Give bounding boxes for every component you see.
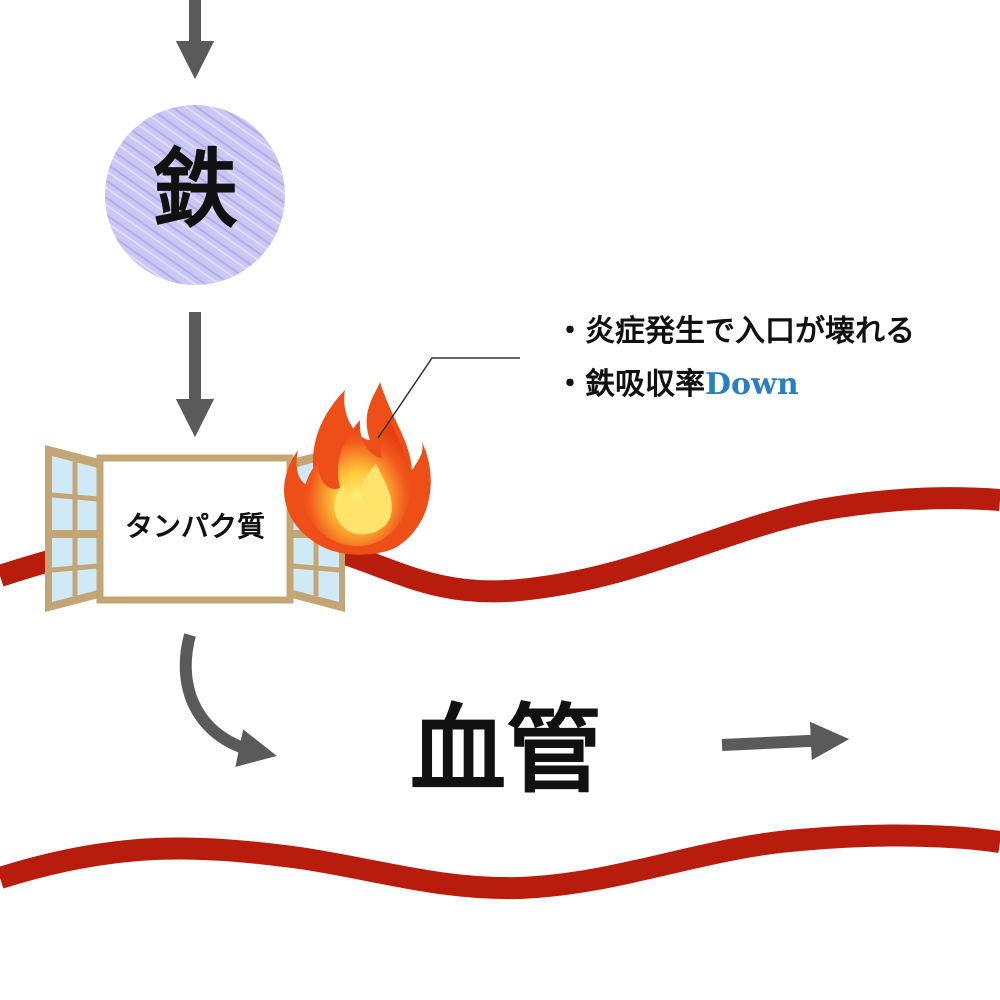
- note-absorption: ・鉄吸収率Down: [555, 365, 799, 405]
- note-absorption-down: Down: [705, 367, 799, 402]
- arrow-curved-into-vessel: [179, 633, 277, 767]
- fire-icon: [284, 382, 431, 555]
- vessel-lower-wall: [0, 824, 1000, 900]
- iron-label: 鉄: [152, 139, 238, 240]
- note-absorption-prefix: ・鉄吸収率: [555, 367, 705, 402]
- protein-label: タンパク質: [124, 510, 265, 543]
- note-inflammation: ・炎症発生で入口が壊れる: [555, 314, 915, 349]
- callout-line: [377, 357, 520, 439]
- window-frame: [96, 454, 294, 604]
- blood-vessel-label: 血管: [410, 693, 602, 806]
- iron-circle: [105, 105, 285, 285]
- arrow-vessel-flow: [721, 721, 850, 761]
